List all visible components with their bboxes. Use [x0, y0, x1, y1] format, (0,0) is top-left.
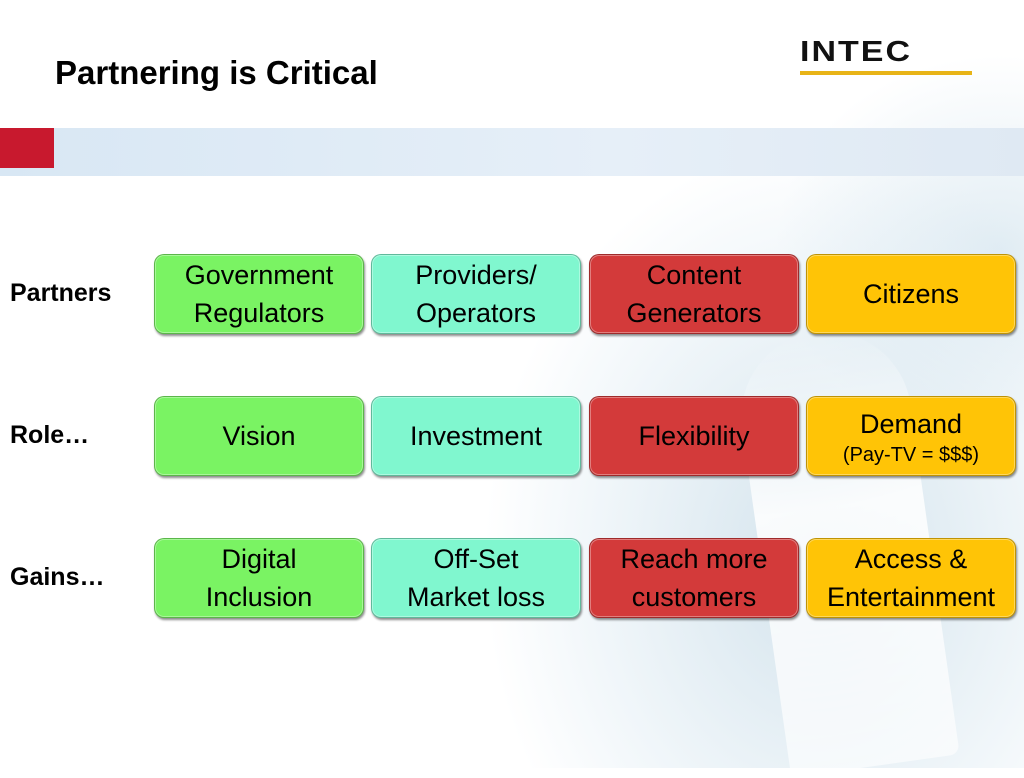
box-offset-market-loss: Off-Set Market loss — [371, 538, 581, 618]
box-digital-inclusion: Digital Inclusion — [154, 538, 364, 618]
logo-underline — [800, 71, 972, 75]
box-demand: Demand (Pay-TV = $$$) — [806, 396, 1016, 476]
box-subline: (Pay-TV = $$$) — [842, 444, 980, 466]
box-government-regulators: Government Regulators — [154, 254, 364, 334]
box-line: customers — [631, 582, 757, 612]
header-band — [0, 128, 1024, 176]
row-label-gains: Gains… — [10, 563, 105, 591]
box-investment: Investment — [371, 396, 581, 476]
box-line: Inclusion — [205, 582, 313, 612]
box-line: Entertainment — [826, 582, 996, 612]
box-vision: Vision — [154, 396, 364, 476]
box-line: Vision — [222, 421, 296, 451]
box-reach-more-customers: Reach more customers — [589, 538, 799, 618]
box-line: Citizens — [862, 279, 960, 309]
box-citizens: Citizens — [806, 254, 1016, 334]
row-label-partners: Partners — [10, 279, 112, 307]
intec-logo: INTEC — [800, 35, 972, 78]
accent-square — [0, 128, 54, 168]
row-label-role: Role… — [10, 421, 90, 449]
logo-text: INTEC — [800, 35, 912, 68]
box-line: Operators — [415, 298, 537, 328]
box-flexibility: Flexibility — [589, 396, 799, 476]
box-access-entertainment: Access & Entertainment — [806, 538, 1016, 618]
box-line: Flexibility — [638, 421, 750, 451]
box-line: Digital — [221, 544, 297, 574]
box-content-generators: Content Generators — [589, 254, 799, 334]
box-line: Market loss — [406, 582, 546, 612]
box-line: Generators — [626, 298, 762, 328]
box-line: Demand — [859, 409, 963, 439]
box-line: Regulators — [193, 298, 325, 328]
slide-title: Partnering is Critical — [55, 54, 378, 91]
box-providers-operators: Providers/ Operators — [371, 254, 581, 334]
box-line: Reach more — [620, 544, 768, 574]
box-line: Access & — [854, 544, 968, 574]
box-line: Off-Set — [433, 544, 519, 574]
box-line: Investment — [409, 421, 543, 451]
box-line: Content — [646, 260, 742, 290]
box-line: Providers/ — [415, 260, 537, 290]
box-line: Government — [184, 260, 334, 290]
